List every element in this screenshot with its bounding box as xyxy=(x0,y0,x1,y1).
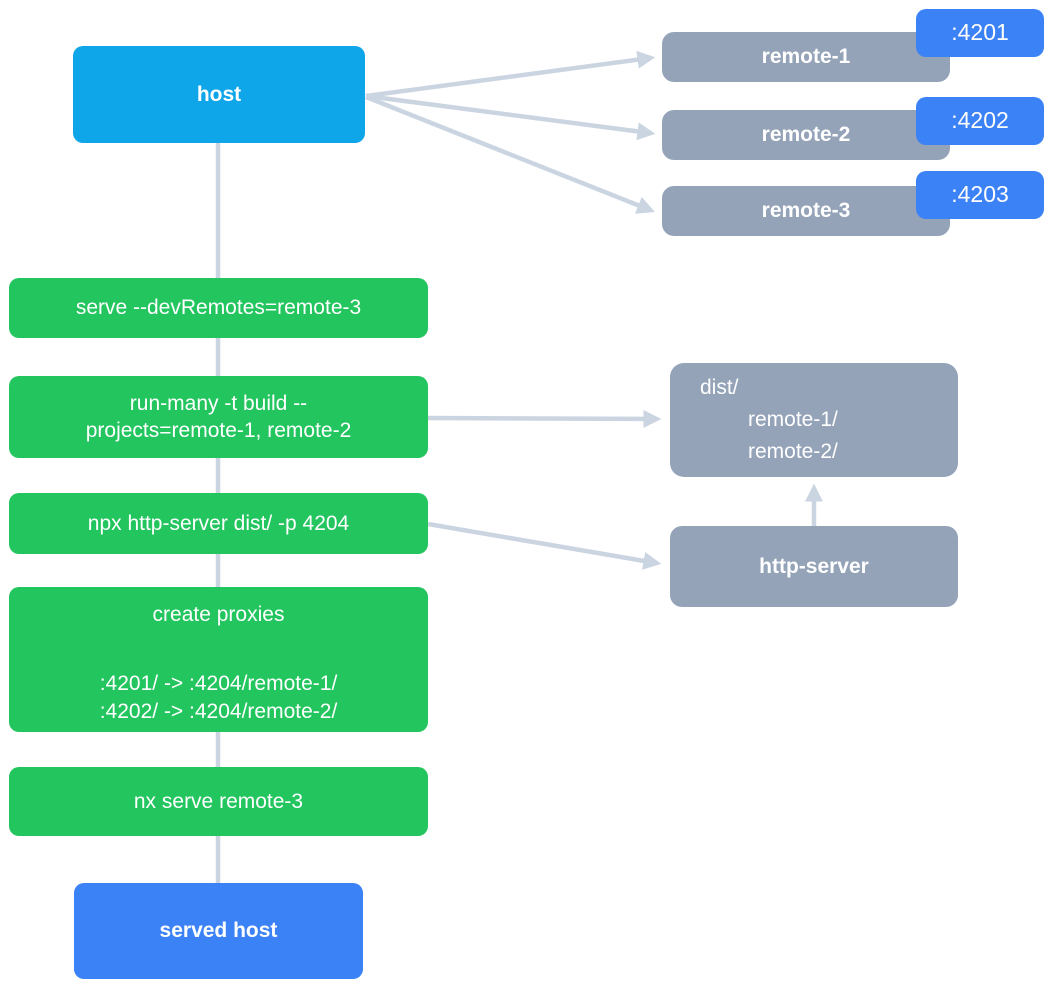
host-label: host xyxy=(196,82,242,106)
step-build-line-2: projects=remote-1, remote-2 xyxy=(85,419,352,442)
arrow-host-to-remote-2 xyxy=(365,93,656,141)
step-serve-label: serve --devRemotes=remote-3 xyxy=(75,296,362,320)
served-host-node: served host xyxy=(74,883,363,979)
arrow-http-to-http-server xyxy=(427,521,662,570)
host-node: host xyxy=(73,46,365,143)
dist-folder-node: dist/ remote-1/ remote-2/ xyxy=(670,363,958,477)
remote-2-label: remote-2 xyxy=(761,123,851,147)
remote-2-node: remote-2 xyxy=(662,110,950,160)
port-badge-4202: :4202 xyxy=(916,97,1044,145)
served-host-label: served host xyxy=(159,919,278,943)
remote-3-node: remote-3 xyxy=(662,186,950,236)
create-proxies-title: create proxies xyxy=(152,603,285,626)
step-serve-devremotes: serve --devRemotes=remote-3 xyxy=(9,278,428,338)
step-build-line-1: run-many -t build -- xyxy=(129,391,308,415)
proxy-rule-2: :4202/ -> :4204/remote-2/ xyxy=(99,699,338,723)
arrow-build-to-dist xyxy=(427,409,662,428)
step-nx-serve-label: nx serve remote-3 xyxy=(133,789,304,813)
dist-root-label: dist/ xyxy=(700,376,739,399)
step-http-label: npx http-server dist/ -p 4204 xyxy=(87,511,350,535)
http-server-label: http-server xyxy=(759,554,869,578)
port-4203-label: :4203 xyxy=(951,181,1009,208)
step-npx-http-server: npx http-server dist/ -p 4204 xyxy=(9,493,428,554)
arrow-host-to-remote-1 xyxy=(365,50,656,99)
dist-remote-1-label: remote-1/ xyxy=(748,408,838,431)
port-badge-4201: :4201 xyxy=(916,9,1044,57)
port-4201-label: :4201 xyxy=(951,19,1009,46)
port-badge-4203: :4203 xyxy=(916,171,1044,219)
step-create-proxies: create proxies :4201/ -> :4204/remote-1/… xyxy=(9,587,428,732)
port-4202-label: :4202 xyxy=(951,107,1009,134)
remote-1-label: remote-1 xyxy=(761,45,851,69)
step-nx-serve-remote-3: nx serve remote-3 xyxy=(9,767,428,836)
dist-remote-2-label: remote-2/ xyxy=(748,440,838,463)
proxy-rule-1: :4201/ -> :4204/remote-1/ xyxy=(99,672,338,696)
remote-3-label: remote-3 xyxy=(761,199,851,223)
http-server-node: http-server xyxy=(670,526,958,607)
step-run-many-build: run-many -t build -- projects=remote-1, … xyxy=(9,376,428,458)
remote-1-node: remote-1 xyxy=(662,32,950,82)
arrow-host-to-remote-3 xyxy=(365,94,656,214)
